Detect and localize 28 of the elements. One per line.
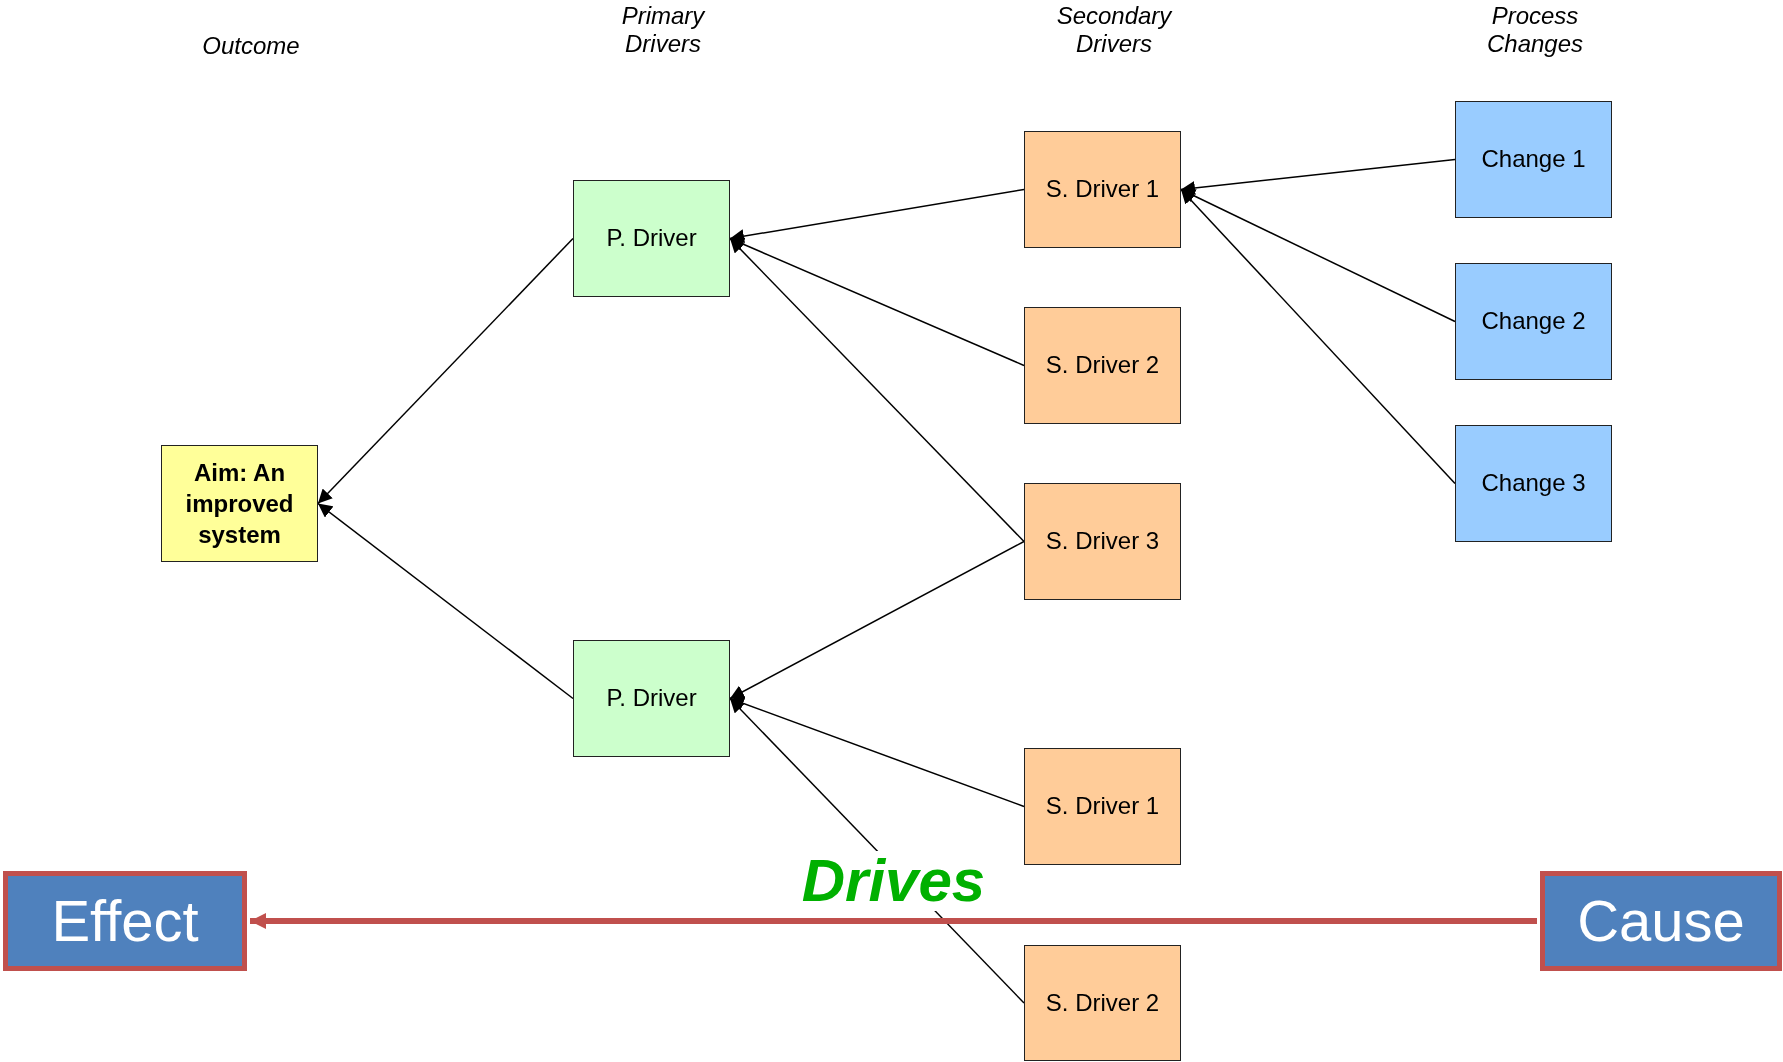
column-heading: Outcome — [201, 32, 301, 60]
arrow — [729, 237, 1025, 543]
driver-box: P. Driver — [573, 640, 730, 757]
arrow — [317, 502, 574, 700]
arrow — [1180, 188, 1456, 485]
driver-box: S. Driver 2 — [1024, 307, 1181, 424]
driver-box: S. Driver 1 — [1024, 748, 1181, 865]
column-heading: Primary Drivers — [620, 2, 707, 58]
driver-box: S. Driver 1 — [1024, 131, 1181, 248]
driver-box: P. Driver — [573, 180, 730, 297]
arrow — [1180, 158, 1456, 195]
arrow — [1180, 188, 1456, 323]
change-box: Change 1 — [1455, 101, 1612, 218]
arrow — [729, 188, 1025, 244]
arrow — [729, 696, 1025, 808]
arrow — [317, 237, 574, 505]
driver-box: S. Driver 2 — [1024, 945, 1181, 1061]
change-box: Change 3 — [1455, 425, 1612, 542]
arrow — [729, 540, 1025, 700]
change-box: Change 2 — [1455, 263, 1612, 380]
aim-box: Aim: An improved system — [161, 445, 318, 562]
cause-box: Cause — [1540, 871, 1782, 971]
cause-effect-arrow — [250, 913, 1537, 929]
effect-box: Effect — [3, 871, 247, 971]
column-heading: Secondary Drivers — [1055, 2, 1174, 58]
column-heading: Process Changes — [1485, 2, 1585, 58]
arrow — [729, 237, 1025, 367]
driver-box: S. Driver 3 — [1024, 483, 1181, 600]
